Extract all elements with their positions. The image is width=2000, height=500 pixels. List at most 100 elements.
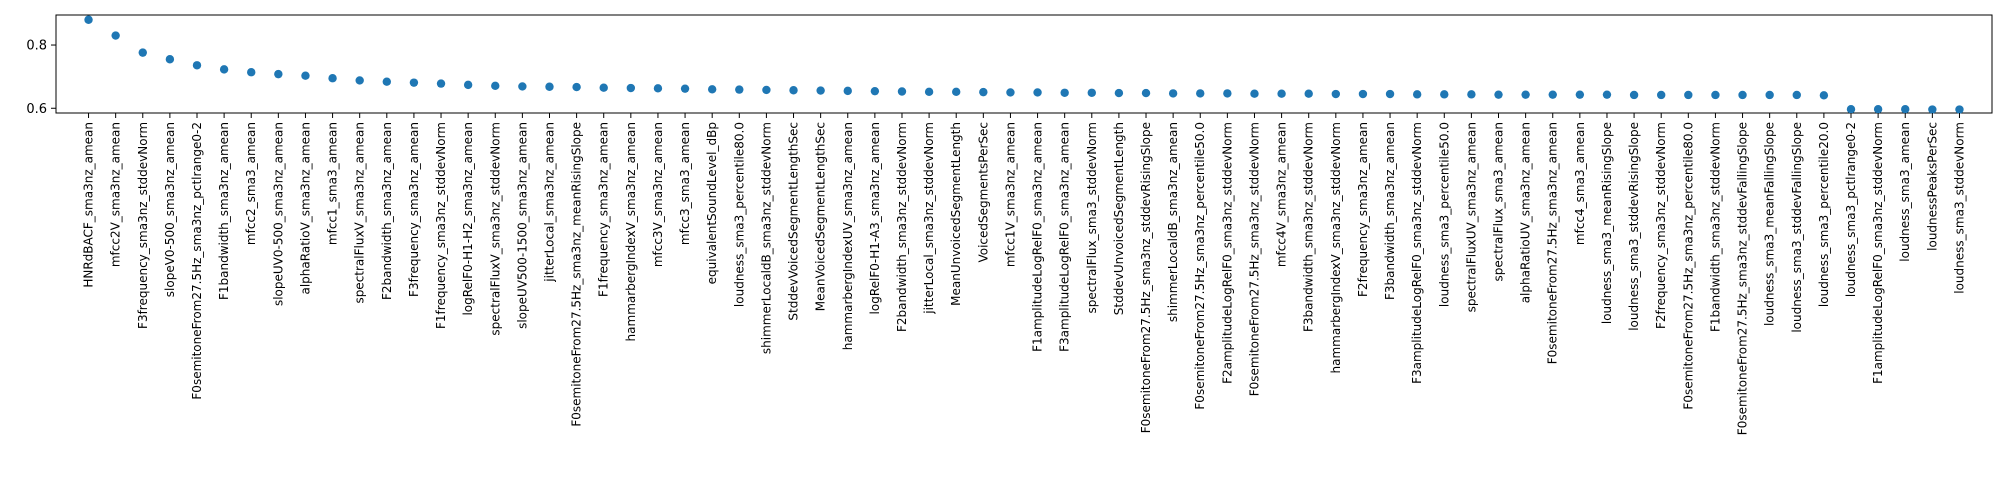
x-tick-label: F2frequency_sma3nz_stddevNorm: [1654, 122, 1668, 329]
data-point: [1873, 105, 1883, 114]
x-tick-label: shimmerLocaldB_sma3nz_amean: [1166, 122, 1180, 322]
data-point: [1060, 88, 1069, 97]
data-point: [111, 31, 120, 40]
x-tick-label: loudness_sma3_percentile80.0: [732, 122, 746, 307]
x-tick-label: F0semitoneFrom27.5Hz_sma3nz_meanRisingSl…: [570, 122, 584, 427]
data-point: [1684, 90, 1693, 100]
data-point: [463, 80, 473, 90]
y-tick-label: 0.6: [26, 102, 47, 117]
data-point: [870, 86, 880, 96]
data-point: [1656, 90, 1666, 100]
x-tick-label: logRelF0-H1-H2_sma3nz_amean: [461, 122, 475, 316]
x-tick-label: F2bandwidth_sma3nz_stddevNorm: [895, 122, 909, 332]
x-tick-label: spectralFlux_sma3_amean: [1492, 122, 1506, 281]
data-point: [1006, 88, 1015, 97]
x-tick-label: spectralFlux_sma3_stddevNorm: [1085, 122, 1099, 313]
data-point: [653, 84, 663, 93]
data-point: [518, 82, 527, 91]
x-tick-label: mfcc2_sma3_amean: [244, 122, 258, 245]
data-point: [1602, 90, 1612, 99]
data-point: [165, 55, 175, 64]
x-tick-label: F3frequency_sma3nz_amean: [407, 122, 421, 297]
data-point: [491, 81, 500, 91]
data-point: [1548, 90, 1557, 99]
data-point: [707, 85, 717, 94]
x-tick-label: F3frequency_sma3nz_stddevNorm: [136, 122, 150, 329]
x-tick-label: mfcc3V_sma3nz_amean: [651, 122, 665, 267]
x-tick-label: mfcc3_sma3_amean: [678, 122, 692, 245]
data-point: [1304, 89, 1313, 98]
x-tick-label: F1bandwidth_sma3nz_stddevNorm: [1708, 122, 1722, 332]
x-tick-label: F0semitoneFrom27.5Hz_sma3nz_stddevRising…: [1139, 122, 1153, 433]
data-point: [952, 87, 961, 97]
x-tick-label: loudness_sma3_stddevNorm: [1952, 122, 1966, 294]
data-point: [924, 87, 934, 97]
x-tick-label: hammarbergIndexUV_sma3nz_amean: [841, 122, 855, 350]
data-point: [572, 82, 581, 92]
x-tick-label: alphaRatioV_sma3nz_amean: [298, 122, 312, 295]
x-tick-label: mfcc2V_sma3nz_amean: [109, 122, 123, 267]
x-tick-label: loudness_sma3_meanRisingSlope: [1600, 122, 1614, 324]
data-point: [328, 74, 337, 83]
x-tick-label: jitterLocal_sma3nz_amean: [542, 122, 556, 283]
data-point: [301, 71, 310, 80]
x-tick-label: loudnessPeaksPerSec: [1925, 122, 1939, 251]
data-point: [1711, 90, 1720, 100]
x-tick-label: F3amplitudeLogRelF0_sma3nz_amean: [1058, 122, 1072, 352]
data-point: [1033, 88, 1042, 97]
data-point: [1277, 89, 1286, 98]
data-point: [1819, 91, 1829, 100]
x-tick-label: F0semitoneFrom27.5Hz_sma3nz_percentile80…: [1681, 122, 1695, 410]
y-tick-label: 0.8: [26, 39, 47, 54]
data-point: [599, 83, 608, 92]
x-tick-label: F0semitoneFrom27.5Hz_sma3nz_stddevNorm: [1247, 122, 1261, 396]
x-tick-label: jitterLocal_sma3nz_stddevNorm: [922, 122, 936, 315]
x-tick-label: F1amplitudeLogRelF0_sma3nz_amean: [1031, 122, 1045, 352]
data-point: [789, 86, 798, 95]
x-tick-label: hammarbergIndexV_sma3nz_amean: [624, 122, 638, 341]
data-point: [192, 61, 202, 70]
x-tick-label: loudness_sma3_percentile50.0: [1437, 122, 1451, 307]
x-tick-label: slopeUV0-500_sma3nz_amean: [271, 122, 285, 306]
x-tick-label: F1amplitudeLogRelF0_sma3nz_stddevNorm: [1871, 122, 1885, 384]
data-point: [1928, 105, 1937, 114]
data-point: [979, 87, 988, 97]
data-point: [1331, 89, 1341, 99]
x-tick-label: spectralFluxV_sma3nz_stddevNorm: [488, 122, 502, 336]
x-tick-label: slopeV0-500_sma3nz_amean: [163, 122, 177, 297]
data-point: [436, 79, 446, 88]
x-tick-label: VoicedSegmentsPerSec: [976, 122, 990, 263]
data-point: [1087, 88, 1096, 97]
data-point: [1629, 90, 1639, 100]
x-tick-label: F0semitoneFrom27.5Hz_sma3nz_percentile50…: [1193, 122, 1207, 410]
data-point: [1114, 88, 1124, 98]
x-tick-label: spectralFluxV_sma3nz_amean: [353, 122, 367, 304]
x-tick-label: hammarbergIndexV_sma3nz_stddevNorm: [1329, 122, 1343, 373]
data-point: [382, 77, 392, 86]
x-tick-label: logRelF0-H1-A3_sma3nz_amean: [868, 122, 882, 314]
data-point: [1440, 90, 1449, 99]
x-tick-label: F2frequency_sma3nz_amean: [1356, 122, 1370, 297]
data-point: [138, 48, 147, 57]
data-point: [735, 85, 744, 94]
x-tick-label: F1bandwidth_sma3nz_amean: [217, 122, 231, 300]
data-point: [1765, 90, 1774, 100]
x-tick-label: StddevUnvoicedSegmentLength: [1112, 122, 1126, 315]
data-point: [1412, 90, 1422, 99]
data-point: [1250, 89, 1259, 98]
data-point: [1385, 89, 1395, 99]
data-point: [1738, 90, 1747, 100]
x-tick-label: alphaRatioUV_sma3nz_amean: [1519, 122, 1533, 303]
data-point: [274, 69, 283, 79]
data-point: [1494, 90, 1503, 99]
data-point: [355, 76, 364, 85]
x-tick-label: spectralFluxUV_sma3nz_amean: [1464, 122, 1478, 312]
x-tick-label: loudness_sma3_percentile20.0: [1817, 122, 1831, 307]
x-tick-label: F1frequency_sma3nz_amean: [597, 122, 611, 297]
x-tick-label: F2bandwidth_sma3nz_amean: [380, 122, 394, 300]
x-tick-label: StddevVoicedSegmentLengthSec: [787, 122, 801, 321]
x-tick-label: loudness_sma3_stddevRisingSlope: [1627, 122, 1641, 331]
x-tick-label: F0semitoneFrom27.5Hz_sma3nz_pctlrange0-2: [190, 122, 204, 400]
data-point: [1168, 89, 1178, 98]
x-tick-label: mfcc4_sma3_amean: [1573, 122, 1587, 245]
